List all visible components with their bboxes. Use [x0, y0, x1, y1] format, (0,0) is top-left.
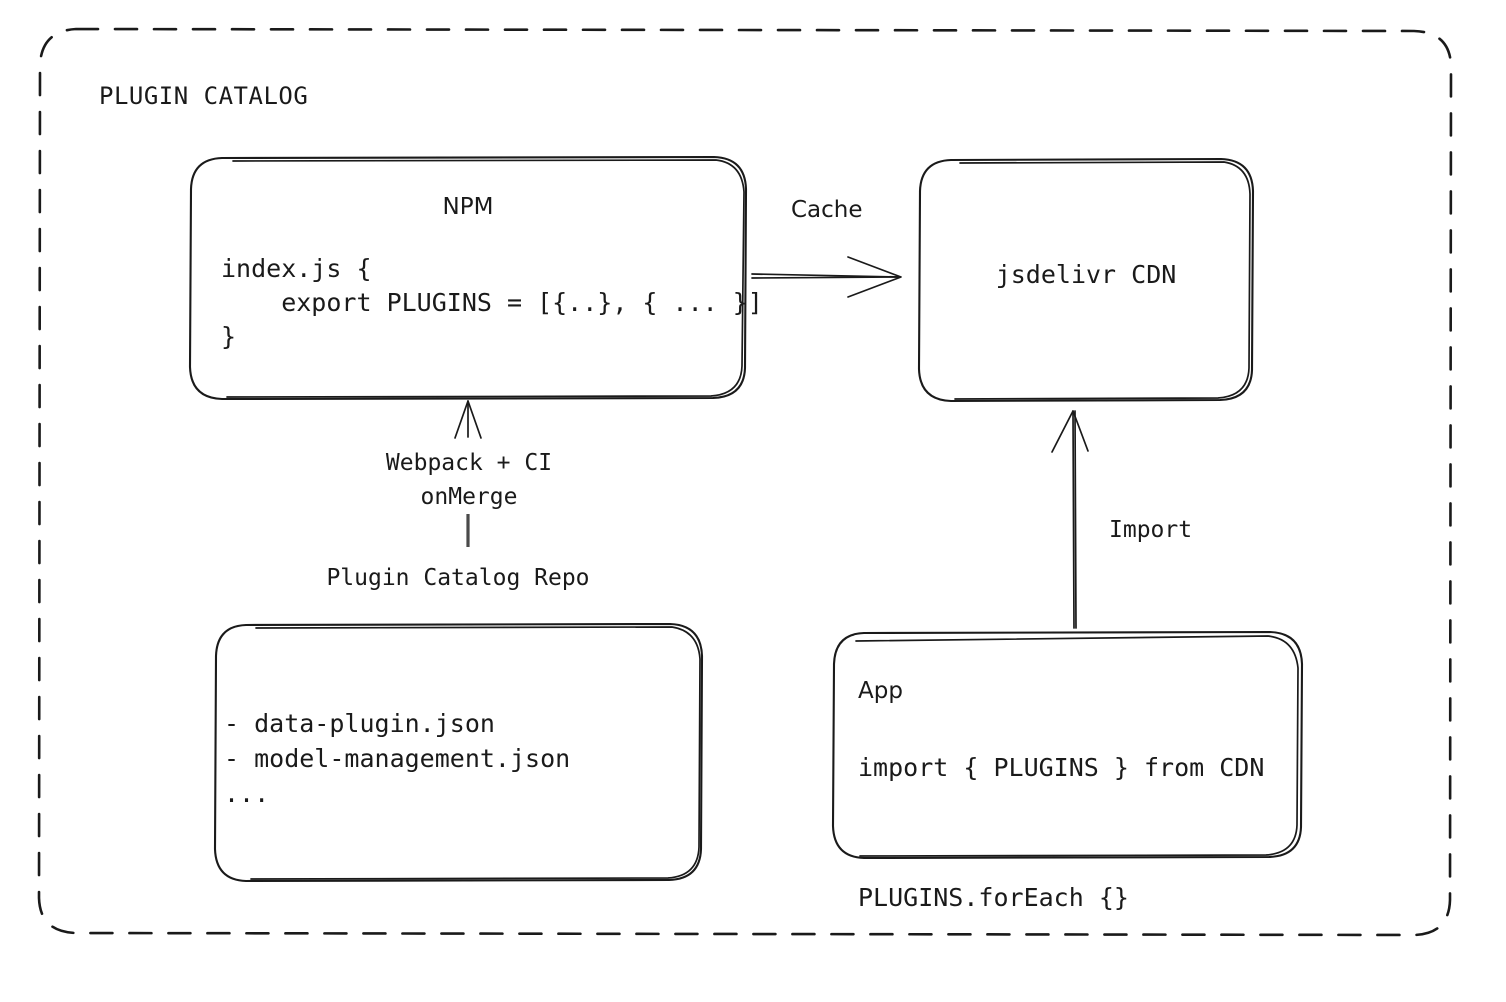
app-code-block: import { PLUGINS } from CDN PLUGINS.forE… — [858, 753, 1265, 912]
app-title: App — [858, 678, 903, 704]
repo-caption: Plugin Catalog Repo — [326, 565, 590, 591]
cdn-title: jsdelivr CDN — [995, 260, 1177, 289]
cache-edge-label: Cache — [791, 197, 863, 223]
repo-file-list: - data-plugin.json - model-management.js… — [224, 709, 571, 808]
npm-code-block: index.js { export PLUGINS = [{..}, { ...… — [221, 254, 763, 351]
npm-box — [188, 155, 748, 401]
page-title: PLUGIN CATALOG — [99, 82, 309, 110]
plugin-catalog-frame — [37, 27, 1453, 937]
cdn-box — [917, 157, 1255, 403]
build-edge-label: Webpack + CI onMerge — [385, 450, 553, 510]
cache-arrow — [751, 256, 902, 298]
npm-title: NPM — [442, 194, 494, 220]
app-box — [831, 630, 1304, 860]
build-arrow — [454, 400, 482, 547]
repo-box — [213, 622, 704, 883]
import-arrow — [1051, 410, 1089, 629]
import-edge-label: Import — [1109, 517, 1193, 543]
